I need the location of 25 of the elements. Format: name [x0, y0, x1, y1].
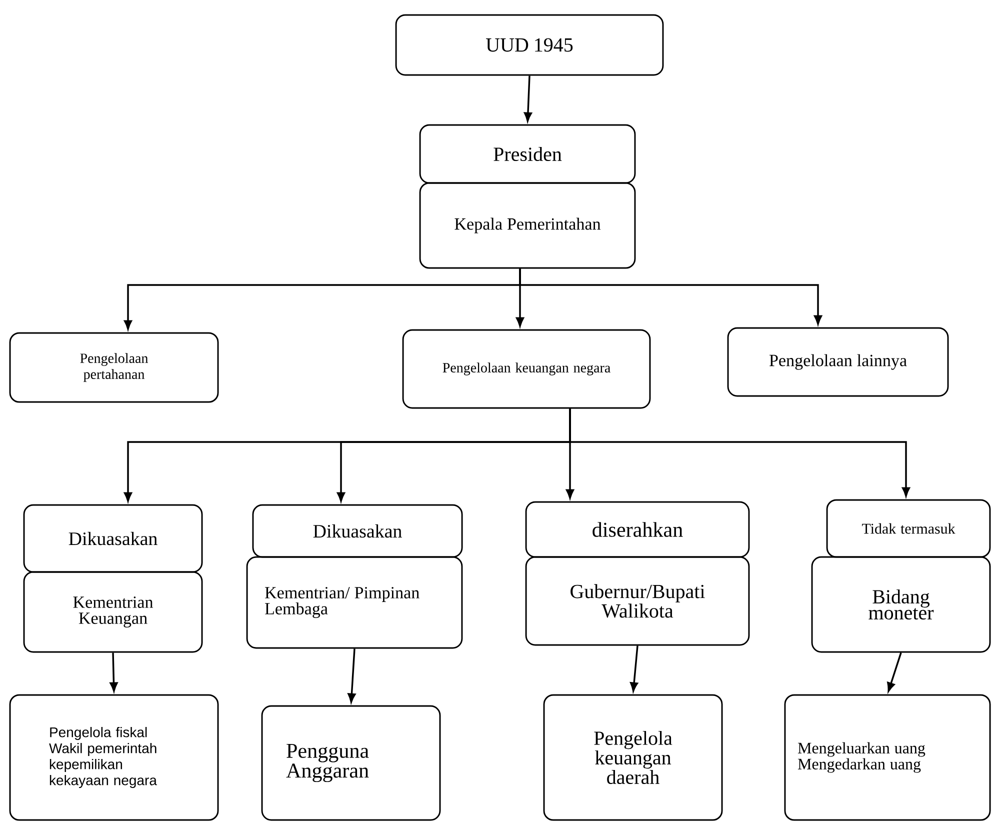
arrow: [630, 646, 638, 692]
box: diserahkan: [525, 501, 750, 558]
arrow: [569, 408, 910, 497]
box: Pengelolaan keuangan negara: [402, 329, 651, 409]
box: Bidang moneter: [811, 556, 991, 653]
arrow: [110, 652, 118, 692]
box: UUD 1945: [395, 14, 664, 76]
box: Presiden: [419, 124, 636, 184]
box: Pengelolaan pertahanan: [9, 332, 219, 403]
box: Dikuasakan: [23, 504, 203, 573]
box: Pengelola fiskal Wakil pemerintah kepemilikan kekayaan negara: [9, 694, 219, 821]
arrow: [887, 652, 902, 692]
box: Gubernur/Bupati Walikota: [525, 556, 750, 646]
box: Tidak termasuk: [826, 499, 991, 558]
arrow: [348, 648, 356, 703]
box: Kementrian/ Pimpinan Lembaga: [246, 556, 463, 649]
box: Pengelola keuangan daerah: [543, 694, 723, 821]
box: Pengguna Anggaran: [261, 705, 441, 821]
arrow: [524, 76, 532, 122]
box: Mengeluarkan uang Mengedarkan uang: [784, 694, 991, 821]
box: Kepala Pemerintahan: [419, 182, 636, 269]
arrow: [519, 268, 822, 325]
box: Dikuasakan: [252, 504, 463, 558]
box: Kementrian Keuangan: [23, 571, 203, 653]
box: Pengelolaan lainnya: [727, 327, 949, 397]
